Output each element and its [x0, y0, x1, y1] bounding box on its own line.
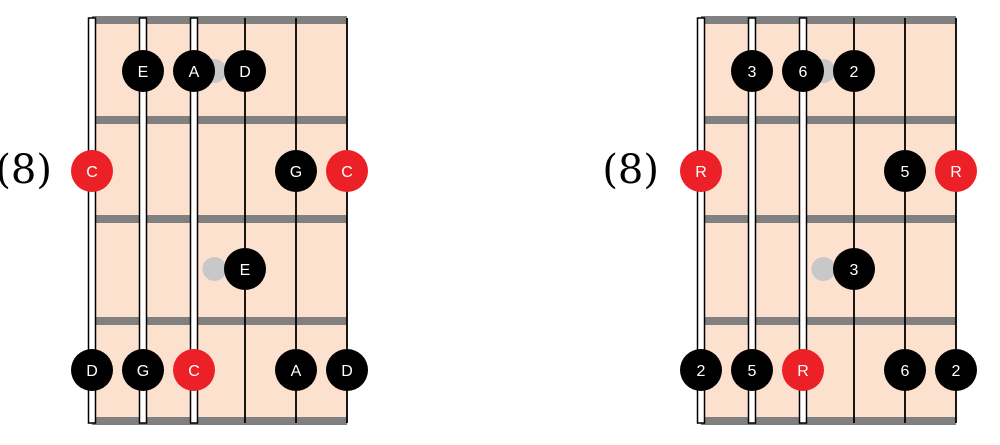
note-dot	[224, 50, 266, 92]
ghost-note-dot	[202, 257, 227, 281]
fret-position-label: (8)	[0, 147, 52, 193]
note-dot	[275, 150, 317, 192]
note-dot	[173, 50, 215, 92]
string-wound	[87, 17, 97, 424]
note-label: G	[137, 363, 149, 380]
fret-line	[92, 317, 347, 325]
note-label: D	[341, 363, 353, 380]
root-note-dot	[173, 349, 215, 391]
note-label: 5	[901, 164, 910, 181]
fret-line	[92, 215, 347, 223]
note-label: 6	[799, 64, 808, 81]
string-plain	[244, 18, 246, 423]
string-wound	[189, 17, 199, 424]
note-dot	[884, 349, 926, 391]
fret-line	[701, 215, 956, 223]
string-plain	[346, 18, 348, 423]
string-wound	[798, 17, 808, 424]
note-label: E	[138, 64, 149, 81]
note-dot	[833, 50, 875, 92]
ghost-note-dot	[811, 257, 836, 281]
string-plain	[853, 18, 855, 423]
note-label: 2	[697, 363, 706, 380]
note-label: G	[290, 164, 302, 181]
note-dot	[833, 248, 875, 290]
note-label: C	[341, 164, 353, 181]
string-wound	[696, 17, 706, 424]
note-dot	[680, 349, 722, 391]
root-note-dot	[680, 150, 722, 192]
note-dot	[731, 349, 773, 391]
fret-line	[92, 16, 347, 24]
note-label: 2	[952, 363, 961, 380]
fretboard-diagram-letters: E A D C G C E D G C A D (8)	[0, 16, 368, 425]
note-dot	[884, 150, 926, 192]
fret-line	[701, 116, 956, 124]
note-dot	[275, 349, 317, 391]
fret-line	[701, 317, 956, 325]
note-dot	[122, 50, 164, 92]
note-label: R	[695, 164, 707, 181]
root-note-dot	[935, 150, 977, 192]
fret-line	[92, 417, 347, 425]
note-dot	[71, 349, 113, 391]
root-note-dot	[71, 150, 113, 192]
note-label: R	[797, 363, 809, 380]
note-label: E	[240, 262, 251, 279]
note-dot	[782, 50, 824, 92]
string-plain	[955, 18, 957, 423]
note-label: 5	[748, 363, 757, 380]
fret-line	[701, 417, 956, 425]
string-plain	[295, 18, 297, 423]
note-label: A	[291, 363, 302, 380]
note-label: A	[189, 64, 200, 81]
note-label: 2	[850, 64, 859, 81]
note-label: 3	[748, 64, 757, 81]
note-label: 3	[850, 262, 859, 279]
note-label: 6	[901, 363, 910, 380]
note-label: R	[950, 164, 962, 181]
root-note-dot	[326, 150, 368, 192]
string-wound	[138, 17, 148, 424]
note-label: D	[239, 64, 251, 81]
string-plain	[904, 18, 906, 423]
note-dot	[122, 349, 164, 391]
string-wound	[747, 17, 757, 424]
root-note-dot	[782, 349, 824, 391]
fret-position-label: (8)	[602, 147, 659, 193]
note-label: C	[86, 164, 98, 181]
note-label: C	[188, 363, 200, 380]
note-dot	[935, 349, 977, 391]
fret-line	[92, 116, 347, 124]
note-dot	[326, 349, 368, 391]
fret-line	[701, 16, 956, 24]
note-dot	[731, 50, 773, 92]
note-label: D	[86, 363, 98, 380]
note-dot	[224, 248, 266, 290]
